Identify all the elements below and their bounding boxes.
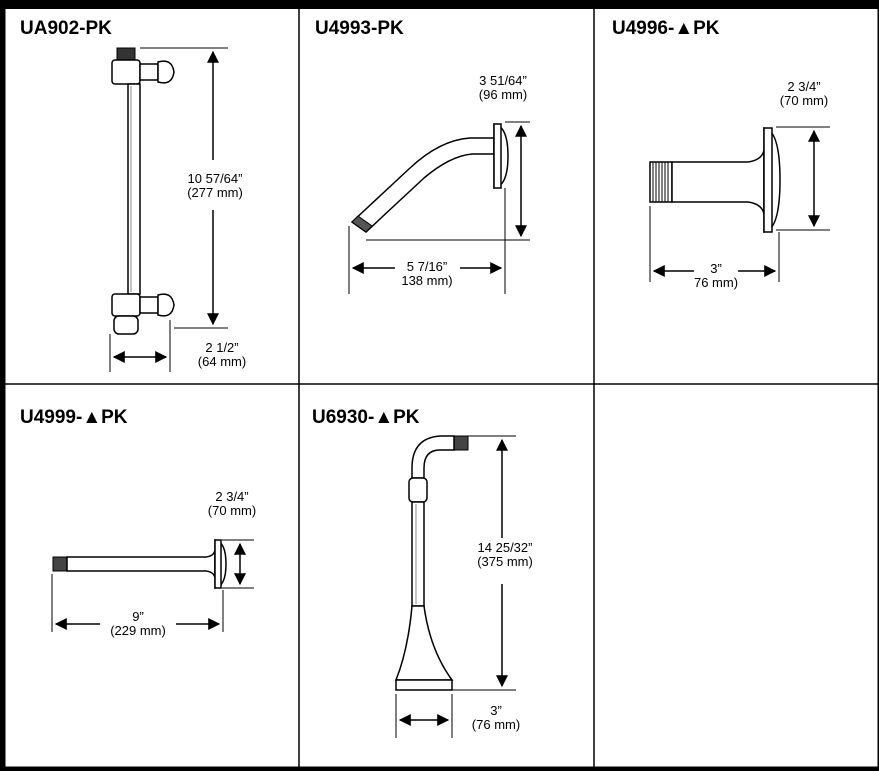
product-code: U6930-▲PK: [312, 407, 420, 428]
dimension-mm: (70 mm): [207, 503, 257, 518]
dimension-mm: (277 mm): [187, 185, 243, 200]
dimension-mm: (375 mm): [477, 554, 533, 569]
dimension-inch: 3”: [490, 703, 502, 718]
dimension-label: 3” 76 mm): [686, 262, 746, 290]
product-code: UA902-PK: [20, 18, 112, 39]
dimension-inch: 5 7/16”: [406, 259, 448, 274]
dimension-label: 10 57/64” (277 mm): [170, 172, 260, 200]
dimension-inch: 14 25/32”: [477, 540, 533, 555]
dimension-label: 14 25/32” (375 mm): [460, 541, 550, 569]
dimension-inch: 2 3/4”: [787, 79, 821, 94]
dimension-label: 9” (229 mm): [98, 610, 178, 638]
dimension-mm: 138 mm): [401, 273, 453, 288]
product-code: U4993-PK: [315, 18, 404, 39]
dimension-mm: 76 mm): [693, 275, 739, 290]
dimension-label: 2 3/4” (70 mm): [192, 490, 272, 518]
product-code: U4996-▲PK: [612, 18, 720, 39]
dimension-inch: 10 57/64”: [187, 171, 243, 186]
dimension-label: 3” (76 mm): [458, 704, 534, 732]
dimension-label: 3 51/64” (96 mm): [463, 74, 543, 102]
dimension-inch: 9”: [132, 609, 144, 624]
dimension-mm: (70 mm): [779, 93, 829, 108]
dimension-mm: (229 mm): [110, 623, 166, 638]
dimension-inch: 3”: [710, 261, 722, 276]
dimension-label: 5 7/16” 138 mm): [390, 260, 464, 288]
dimension-mm: (76 mm): [471, 717, 521, 732]
dimension-label: 2 1/2” (64 mm): [182, 341, 262, 369]
dimension-label: 2 3/4” (70 mm): [766, 80, 842, 108]
dimension-inch: 2 1/2”: [205, 340, 239, 355]
product-code: U4999-▲PK: [20, 407, 128, 428]
dimension-mm: (64 mm): [197, 354, 247, 369]
dimension-inch: 3 51/64”: [479, 73, 527, 88]
dimension-inch: 2 3/4”: [215, 489, 249, 504]
dimension-mm: (96 mm): [478, 87, 528, 102]
